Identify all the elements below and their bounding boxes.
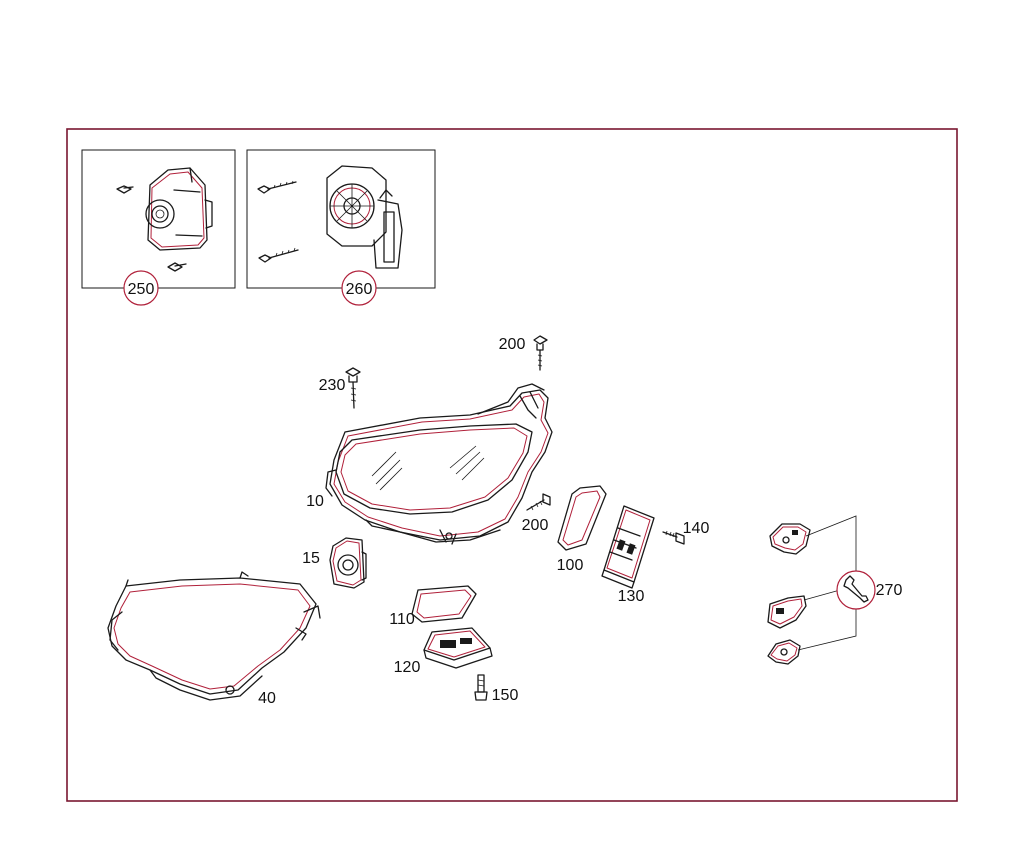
part-130-control-module[interactable]	[601, 505, 655, 589]
part-label-140: 140	[683, 520, 710, 537]
part-250-leveling-motor[interactable]	[145, 167, 213, 251]
diagram-frame	[66, 128, 958, 802]
part-270-bracket-middle[interactable]	[767, 595, 807, 629]
part-200-screw-side[interactable]	[526, 493, 551, 511]
part-260-screw-bottom	[258, 247, 299, 263]
part-label-120: 120	[394, 659, 421, 676]
part-label-200-top: 200	[499, 336, 526, 353]
part-label-15: 15	[302, 550, 320, 567]
part-250-screw-top	[116, 185, 134, 194]
part-label-110: 110	[389, 611, 415, 628]
part-40-housing[interactable]	[107, 571, 321, 701]
part-label-200-side: 200	[522, 517, 549, 534]
part-260-fan[interactable]	[326, 165, 403, 269]
part-15-actuator[interactable]	[329, 537, 367, 589]
part-10-headlamp[interactable]	[325, 383, 553, 545]
part-140-screw[interactable]	[662, 530, 685, 545]
part-260-screw-top	[257, 180, 297, 194]
part-label-130: 130	[618, 588, 645, 605]
part-label-250: 250	[128, 281, 155, 298]
callout-circle-260	[341, 270, 377, 306]
part-270-bracket-bottom[interactable]	[767, 639, 801, 665]
part-110-gasket[interactable]	[411, 585, 477, 623]
part-250-screw-bottom	[167, 262, 187, 272]
part-label-260: 260	[346, 281, 373, 298]
part-100-gasket[interactable]	[557, 485, 607, 551]
part-label-10: 10	[306, 493, 324, 510]
part-120-led-module[interactable]	[423, 627, 493, 669]
inset-box-260	[246, 149, 436, 289]
callout-circle-250	[123, 270, 159, 306]
wrench-icon	[836, 570, 876, 610]
part-label-150: 150	[492, 687, 519, 704]
part-label-230: 230	[319, 377, 346, 394]
part-label-270: 270	[876, 582, 903, 599]
part-label-40: 40	[258, 690, 276, 707]
part-label-100: 100	[557, 557, 584, 574]
part-270-bracket-top[interactable]	[769, 523, 811, 555]
part-150-screw[interactable]	[474, 674, 488, 701]
part-230-screw[interactable]	[345, 367, 361, 409]
part-200-screw-top[interactable]	[533, 335, 548, 371]
